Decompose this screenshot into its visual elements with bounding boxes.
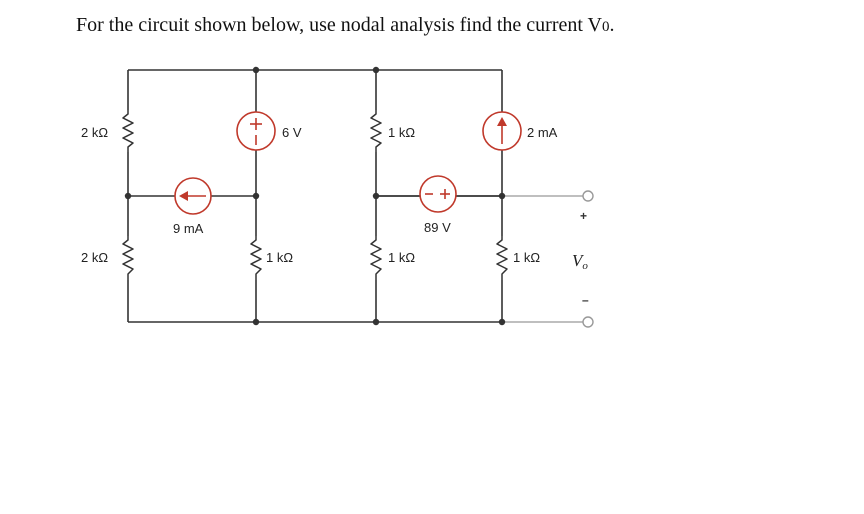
- label-r-right-bottom: 1 kΩ: [513, 250, 540, 265]
- resistor-left-top: [122, 110, 134, 152]
- current-source-9ma: [174, 177, 212, 215]
- current-source-2ma: [482, 111, 522, 151]
- question-body: For the circuit shown below, use nodal a…: [76, 14, 602, 36]
- arrow-left-icon: [179, 191, 188, 201]
- output-voltage-label: Vo: [572, 251, 588, 272]
- label-r-left-top: 2 kΩ: [81, 125, 108, 140]
- node-bottom-2: [372, 318, 380, 326]
- label-current-source-left: 9 mA: [173, 221, 204, 236]
- voltage-source-89v: [376, 175, 502, 213]
- label-r-mid-bottom: 1 kΩ: [266, 250, 293, 265]
- output-terminal-top[interactable]: [582, 190, 594, 202]
- node-top-2: [372, 66, 380, 74]
- output-voltage-symbol: V: [572, 251, 585, 270]
- question-text: For the circuit shown below, use nodal a…: [76, 14, 615, 36]
- output-terminal-bottom[interactable]: [582, 316, 594, 328]
- label-current-source-right: 2 mA: [527, 125, 558, 140]
- output-minus-sign: –: [582, 293, 589, 307]
- label-r-center-top: 1 kΩ: [388, 125, 415, 140]
- resistor-right-bottom: [496, 236, 508, 280]
- resistor-mid-bottom: [250, 236, 262, 280]
- label-voltage-source-89v: 89 V: [424, 220, 451, 235]
- question-subscript: 0: [602, 19, 610, 35]
- arrow-up-icon: [497, 117, 507, 126]
- node-mid-1: [124, 192, 132, 200]
- voltage-source-6v: [236, 111, 276, 151]
- node-bottom-1: [252, 318, 260, 326]
- node-top-1: [252, 66, 260, 74]
- label-voltage-source-6v: 6 V: [282, 125, 302, 140]
- output-voltage-subscript: o: [582, 260, 588, 272]
- output-plus-sign: +: [580, 209, 587, 223]
- node-mid-2: [252, 192, 260, 200]
- resistor-center-top: [370, 110, 382, 152]
- label-r-center-bottom: 1 kΩ: [388, 250, 415, 265]
- node-bottom-3: [498, 318, 506, 326]
- label-r-left-bottom: 2 kΩ: [81, 250, 108, 265]
- resistor-left-bottom: [122, 236, 134, 280]
- resistor-center-bottom: [370, 236, 382, 280]
